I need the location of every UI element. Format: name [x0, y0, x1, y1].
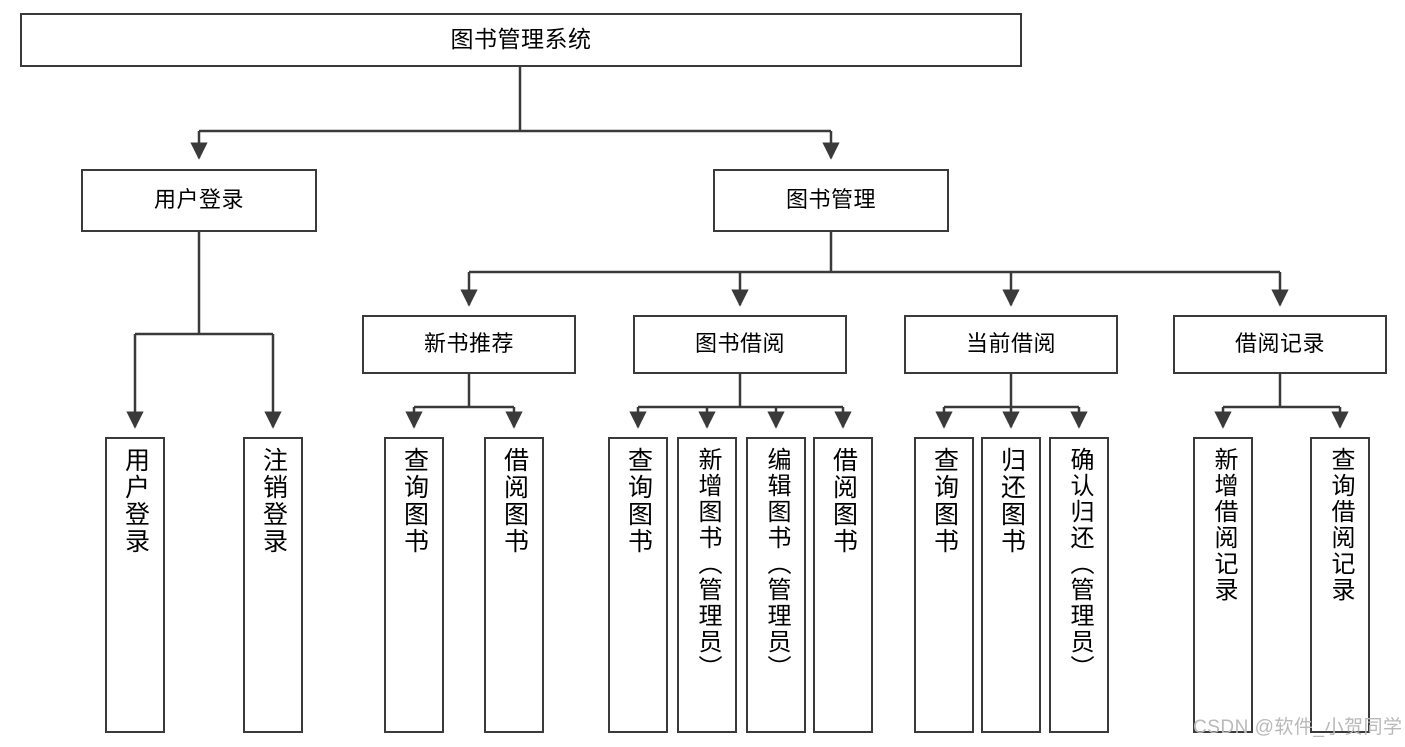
leaf-confirm-return-admin[interactable]: 确认归还（管理员）: [1049, 437, 1109, 733]
leaf-return-book[interactable]: 归还图书: [981, 437, 1041, 733]
node-user-login[interactable]: 用户登录: [81, 169, 317, 232]
node-label: 确认归还（管理员）: [1066, 447, 1093, 681]
node-label: 新书推荐: [423, 331, 514, 357]
node-book-management-system[interactable]: 图书管理系统: [20, 13, 1022, 67]
leaf-search-book-current[interactable]: 查询图书: [914, 437, 974, 733]
leaf-user-login[interactable]: 用户登录: [105, 437, 165, 733]
node-label: 注销登录: [259, 447, 288, 555]
leaf-edit-book-admin[interactable]: 编辑图书（管理员）: [746, 437, 806, 733]
node-label: 图书管理: [785, 187, 876, 213]
node-label: 用户登录: [153, 187, 244, 213]
node-label: 新增图书（管理员）: [694, 447, 721, 681]
leaf-borrow-book[interactable]: 借阅图书: [813, 437, 873, 733]
node-label: 查询图书: [624, 447, 653, 555]
leaf-logout[interactable]: 注销登录: [243, 437, 303, 733]
node-label: 查询借阅记录: [1327, 447, 1354, 603]
csdn-watermark: CSDN @软件_小贺同学: [1193, 717, 1403, 738]
node-label: 新增借阅记录: [1210, 447, 1237, 603]
node-current-borrow[interactable]: 当前借阅: [904, 315, 1118, 374]
node-label: 用户登录: [121, 447, 150, 555]
node-label: 查询图书: [400, 447, 429, 555]
node-label: 查询图书: [930, 447, 959, 555]
node-label: 借阅图书: [500, 447, 529, 555]
node-label: 当前借阅: [965, 331, 1056, 357]
node-label: 借阅图书: [829, 447, 858, 555]
leaf-add-book-admin[interactable]: 新增图书（管理员）: [677, 437, 737, 733]
node-book-management[interactable]: 图书管理: [713, 169, 949, 232]
node-book-borrow[interactable]: 图书借阅: [633, 315, 847, 374]
leaf-search-book-borrow[interactable]: 查询图书: [608, 437, 668, 733]
node-label: 图书借阅: [694, 331, 785, 357]
node-label: 借阅记录: [1234, 331, 1325, 357]
leaf-borrow-book-recommend[interactable]: 借阅图书: [484, 437, 544, 733]
node-borrow-records[interactable]: 借阅记录: [1173, 315, 1387, 374]
leaf-search-book-recommend[interactable]: 查询图书: [384, 437, 444, 733]
node-new-book-recommend[interactable]: 新书推荐: [362, 315, 576, 374]
leaf-search-borrow-record[interactable]: 查询借阅记录: [1310, 437, 1370, 733]
node-label: 编辑图书（管理员）: [763, 447, 790, 681]
node-label: 图书管理系统: [450, 26, 592, 53]
leaf-add-borrow-record[interactable]: 新增借阅记录: [1193, 437, 1253, 733]
node-label: 归还图书: [997, 447, 1026, 555]
